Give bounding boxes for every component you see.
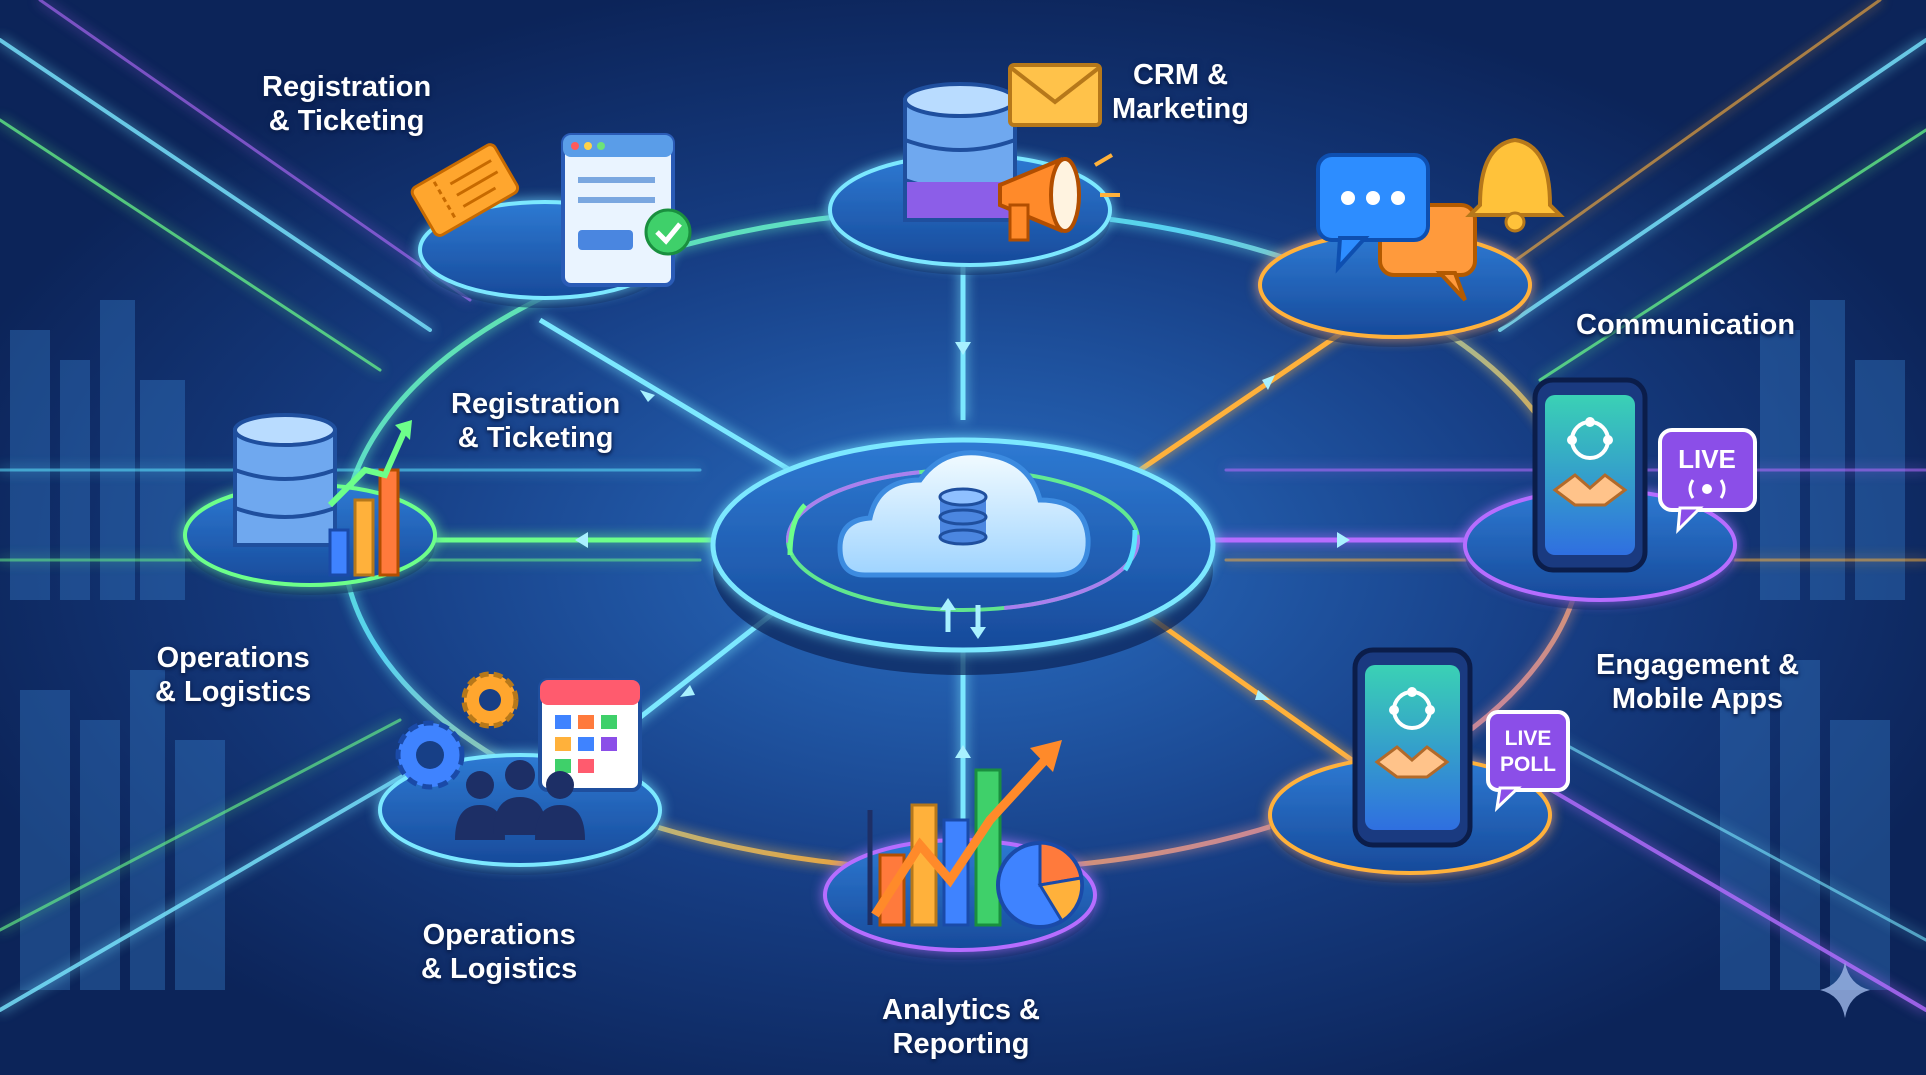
communication-node[interactable] — [1258, 137, 1565, 347]
flow-arrows — [575, 342, 1350, 758]
label-engagement-mobile: Engagement & Mobile Apps — [1596, 648, 1799, 716]
label-line: Operations — [422, 919, 576, 951]
envelope-icon — [1008, 63, 1102, 127]
analytics-reporting-node[interactable] — [823, 740, 1097, 960]
label-line: Registration — [262, 71, 432, 103]
label-crm-marketing: CRM & Marketing — [1112, 58, 1249, 126]
label-line: CRM & — [1132, 59, 1229, 91]
cloud-database-icon — [837, 450, 1091, 578]
label-line: & Logistics — [155, 676, 312, 708]
central-cloud-hub[interactable] — [710, 437, 1216, 675]
team-icon — [455, 760, 585, 840]
label-line: Analytics & — [882, 994, 1040, 1026]
engagement-live-node[interactable]: LIVE — [1463, 377, 1757, 610]
label-line: & Ticketing — [457, 422, 614, 454]
live-poll-line1: LIVE — [1505, 727, 1552, 750]
operations-logistics-node[interactable] — [378, 671, 662, 875]
label-registration-ticketing-top: Registration & Ticketing — [262, 70, 431, 138]
sparkle-icon — [1820, 962, 1870, 1018]
label-line: Operations — [156, 642, 310, 674]
megaphone-icon — [998, 153, 1120, 242]
live-poll-node[interactable]: LIVE POLL — [1268, 647, 1570, 883]
calendar-icon — [538, 678, 642, 792]
label-line: Communication — [1576, 309, 1796, 341]
chat-bubbles-icon — [1316, 153, 1477, 302]
registration-ticketing-node[interactable] — [410, 133, 692, 308]
crm-marketing-node[interactable] — [828, 63, 1120, 275]
gears-icon — [395, 671, 519, 790]
mobile-app-icon — [1532, 377, 1648, 573]
live-badge-text: LIVE — [1678, 444, 1736, 474]
label-line: & Logistics — [421, 953, 578, 985]
bell-icon — [1465, 137, 1565, 233]
growth-chart-icon — [233, 413, 412, 577]
label-line: Marketing — [1112, 93, 1249, 125]
data-growth-node[interactable] — [183, 413, 437, 595]
light-streaks — [0, 0, 1926, 1012]
label-operations-logistics-left: Operations & Logistics — [155, 641, 311, 709]
live-badge-icon: LIVE — [1658, 428, 1757, 534]
label-line: Engagement & — [1596, 649, 1800, 681]
label-line: & Ticketing — [268, 105, 425, 137]
label-line: Reporting — [892, 1028, 1030, 1060]
ticket-icon — [410, 143, 520, 237]
poll-phone-icon — [1352, 647, 1473, 848]
label-operations-logistics-bottom: Operations & Logistics — [421, 918, 577, 986]
label-analytics-reporting: Analytics & Reporting — [882, 993, 1040, 1061]
city-skyline — [10, 300, 1905, 990]
pie-chart-icon — [996, 841, 1084, 929]
live-poll-icon: LIVE POLL — [1486, 710, 1570, 813]
analytics-chart-icon — [867, 740, 1062, 927]
label-registration-ticketing-mid: Registration & Ticketing — [451, 387, 620, 455]
sync-arrows-icon — [787, 503, 1138, 639]
label-communication: Communication — [1576, 308, 1795, 342]
label-line: Registration — [451, 388, 621, 420]
label-line: Mobile Apps — [1611, 683, 1784, 715]
database-icon — [903, 82, 1017, 222]
live-poll-line2: POLL — [1500, 753, 1556, 776]
browser-check-icon — [561, 133, 692, 287]
